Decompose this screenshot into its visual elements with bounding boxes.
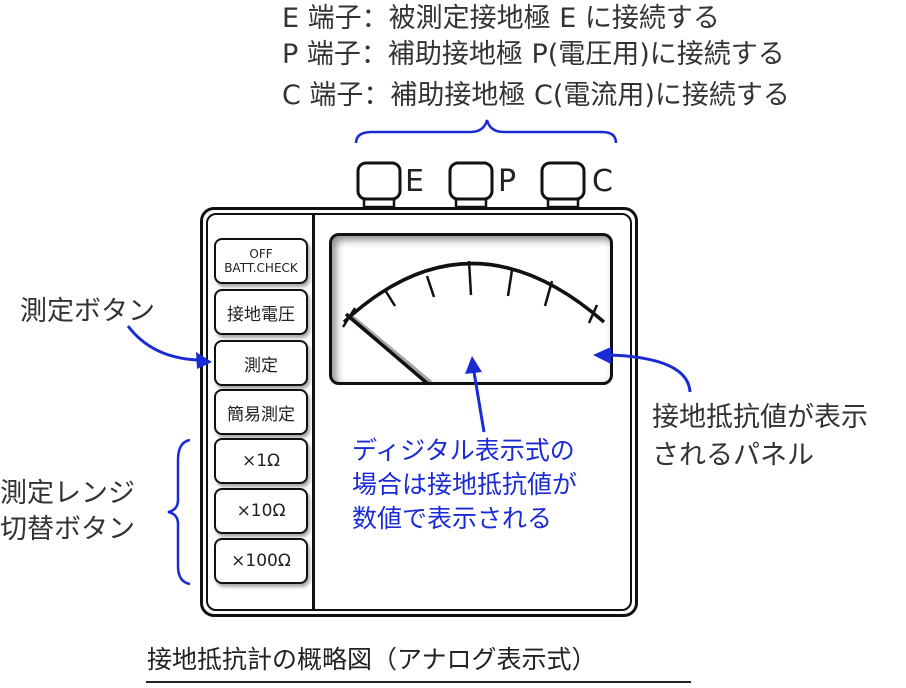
measure-button[interactable]: 測定 [214,340,308,386]
terminal-c-label: C [592,164,613,199]
range-switch-callout-line2: 切替ボタン [0,514,135,545]
terminal-c-description: C 端子：補助接地極 C(電流用)に接続する [282,80,790,111]
off-label: OFF [249,247,273,261]
device-inner-frame [206,213,632,611]
range-switch-callout-line1: 測定レンジ [0,478,135,509]
terminal-p-label: P [498,164,517,199]
panel-callout-line1: 接地抵抗値が表示 [652,402,868,433]
digital-note-line2: 場合は接地抵抗値が [352,470,578,499]
ground-voltage-button[interactable]: 接地電圧 [214,289,308,335]
terminal-brace [354,119,618,144]
terminal-e-description: E 端子：被測定接地極 E に接続する [282,3,720,34]
terminal-e-knob [356,161,402,209]
measure-button-arrow [126,325,199,362]
digital-note-line3: 数値で表示される [352,504,553,533]
panel-divider [312,215,315,609]
range-bracket [167,438,191,586]
caption-underline [146,681,691,683]
range-x10-button[interactable]: ×10Ω [214,488,308,534]
measure-label: 測定 [244,355,278,376]
terminal-c-knob [540,161,586,209]
range-x1-button[interactable]: ×1Ω [214,438,308,484]
range-x10-label: ×10Ω [236,501,286,521]
simple-measure-label: 簡易測定 [227,404,295,425]
panel-arrow [609,353,692,393]
digital-display-note: ディジタル表示式の 場合は接地抵抗値が 数値で表示される [352,434,577,536]
figure-caption: 接地抵抗計の概略図（アナログ表示式） [147,645,597,674]
simple-measure-button[interactable]: 簡易測定 [214,389,308,435]
batt-check-label: BATT.CHECK [224,261,298,275]
range-x1-label: ×1Ω [241,451,281,471]
meter-needle [344,312,430,386]
terminal-e-label: E [405,164,424,199]
panel-callout-line2: されるパネル [652,440,814,471]
device-outer-case [200,207,638,617]
measure-button-callout: 測定ボタン [20,296,155,327]
range-x100-button[interactable]: ×100Ω [214,538,308,584]
range-x100-label: ×100Ω [231,551,291,571]
digital-note-line1: ディジタル表示式の [352,436,575,465]
digital-note-arrow [472,371,486,433]
off-batt-check-button[interactable]: OFF BATT.CHECK [214,238,308,284]
meter-scale-ticks [341,260,599,328]
terminal-p-description: P 端子：補助接地極 P(電圧用)に接続する [282,39,785,70]
ground-voltage-label: 接地電圧 [227,304,295,325]
meter-scale-arc [342,261,606,324]
